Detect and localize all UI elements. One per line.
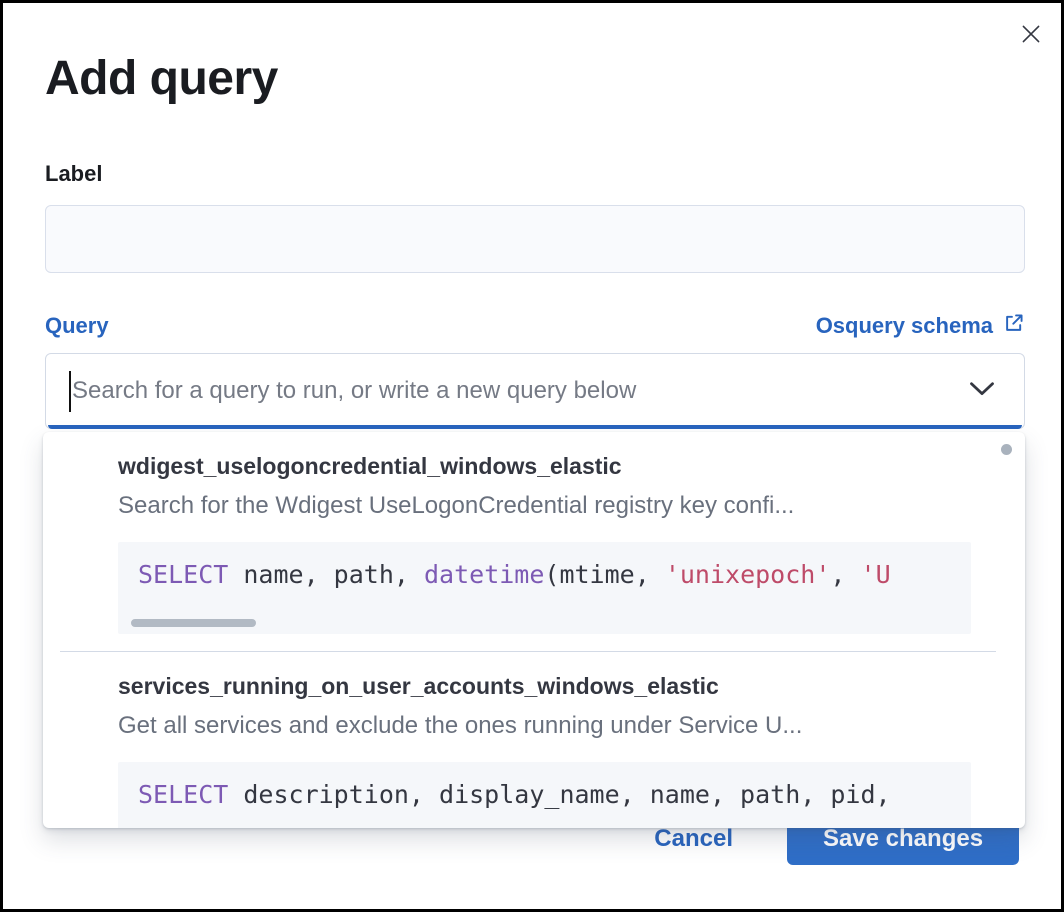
query-option[interactable]: services_running_on_user_accounts_window… [43, 652, 1025, 828]
query-search-combobox[interactable]: Search for a query to run, or write a ne… [45, 353, 1025, 429]
options-list: wdigest_uselogoncredential_windows_elast… [43, 432, 1025, 828]
sql-token-plain: (mtime, [544, 560, 665, 589]
sql-token-keyword: SELECT [138, 780, 229, 809]
text-cursor [69, 371, 71, 412]
query-options-dropdown: wdigest_uselogoncredential_windows_elast… [43, 432, 1025, 828]
query-option-title: wdigest_uselogoncredential_windows_elast… [118, 453, 622, 479]
sql-token-plain: , [830, 560, 861, 589]
sql-token-keyword: datetime [423, 560, 545, 589]
query-option[interactable]: wdigest_uselogoncredential_windows_elast… [43, 432, 1025, 634]
query-option-description: Get all services and exclude the ones ru… [118, 712, 803, 739]
close-button[interactable] [1011, 15, 1051, 55]
horizontal-scrollbar-thumb[interactable] [131, 619, 256, 627]
label-field-label: Label [45, 161, 103, 186]
vertical-scrollbar-thumb[interactable] [1001, 444, 1012, 455]
option-divider [60, 651, 996, 652]
external-link-icon [1003, 312, 1025, 340]
osquery-schema-link[interactable]: Osquery schema [816, 312, 1025, 340]
sql-token-plain: description, display_name, name, path, p… [228, 780, 891, 809]
sql-token-string: 'U [860, 560, 891, 589]
sql-token-plain: name, path, [228, 560, 424, 589]
query-option-sql-preview: SELECT name, path, datetime(mtime, 'unix… [118, 542, 971, 634]
query-option-title: services_running_on_user_accounts_window… [118, 673, 719, 699]
page-title: Add query [45, 52, 278, 105]
query-search-placeholder: Search for a query to run, or write a ne… [72, 377, 637, 404]
query-field-label: Query [45, 313, 109, 338]
query-option-description: Search for the Wdigest UseLogonCredentia… [118, 492, 795, 519]
query-option-sql-preview: SELECT description, display_name, name, … [118, 762, 971, 828]
osquery-schema-link-label: Osquery schema [815, 313, 993, 338]
cancel-button[interactable]: Cancel [654, 825, 733, 852]
query-field-header: Query Osquery schema [45, 309, 1025, 343]
close-icon [1017, 20, 1045, 51]
focus-indicator [48, 425, 1022, 429]
sql-token-string: 'unixepoch' [664, 560, 831, 589]
label-input[interactable] [45, 205, 1025, 273]
chevron-down-icon[interactable] [968, 380, 996, 403]
sql-token-keyword: SELECT [138, 560, 229, 589]
